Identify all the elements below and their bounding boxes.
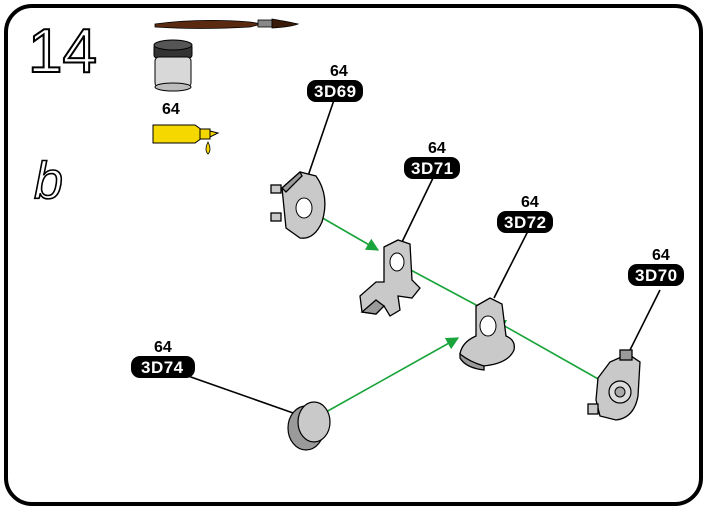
label-3D70: 64 3D70 — [628, 247, 684, 286]
part-3D69 — [270, 170, 326, 239]
paintbrush-icon — [154, 18, 300, 29]
leader-lines — [187, 99, 661, 415]
assembly-arrows — [299, 204, 601, 413]
part-code: 3D69 — [314, 82, 357, 101]
label-3D74: 64 3D74 — [131, 339, 195, 378]
glue-tube-icon — [152, 124, 220, 155]
part-code-badge — [497, 211, 553, 233]
step-number: 14 — [28, 17, 97, 86]
substep-letter: b — [34, 152, 63, 210]
part-3D74 — [287, 401, 331, 451]
part-qty: 64 — [428, 140, 446, 157]
arrow-3D70-to-3D72 — [492, 319, 601, 381]
label-3D71: 64 3D71 — [404, 140, 460, 179]
label-3D69: 64 3D69 — [307, 63, 363, 102]
label-3D72: 64 3D72 — [497, 194, 553, 233]
part-code: 3D74 — [141, 358, 184, 377]
part-code-badge — [307, 80, 363, 102]
part-code: 3D70 — [635, 266, 678, 285]
part-3D71 — [359, 239, 421, 317]
part-code-badge — [131, 356, 195, 378]
paint-pot-icon — [153, 39, 193, 92]
part-code: 3D71 — [411, 159, 454, 178]
part-qty: 64 — [521, 194, 539, 211]
part-qty: 64 — [330, 63, 348, 80]
part-3D70 — [587, 349, 641, 421]
part-3D72 — [459, 297, 515, 371]
arrow-3D74-to-3D72 — [325, 337, 460, 413]
part-code-badge — [404, 157, 460, 179]
part-code-badge — [628, 264, 684, 286]
part-code: 3D72 — [504, 213, 547, 232]
part-qty: 64 — [652, 247, 670, 264]
paint-quantity: 64 — [162, 101, 180, 118]
part-qty: 64 — [154, 339, 172, 356]
